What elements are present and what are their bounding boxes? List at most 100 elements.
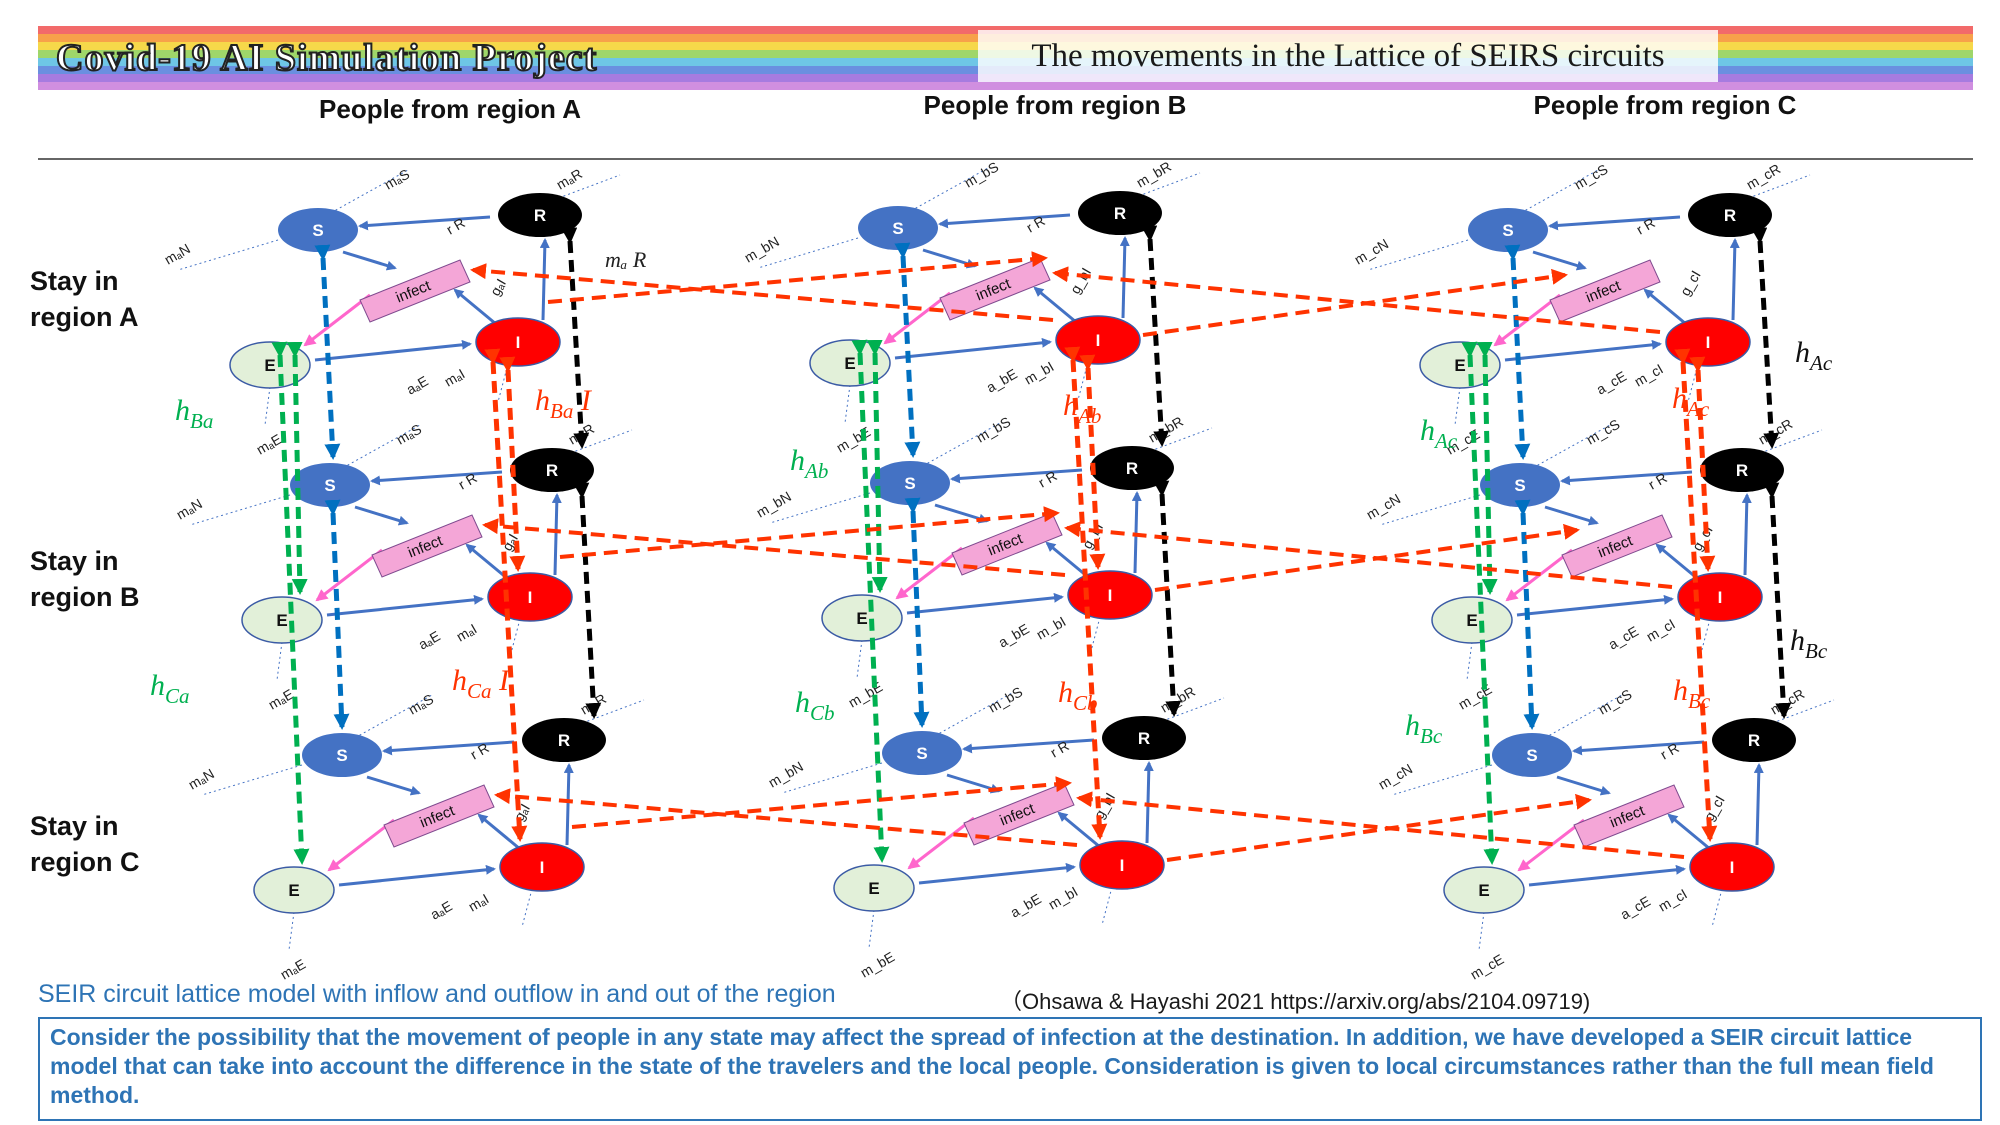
c1r2-n-outflow-label: m_bN xyxy=(766,758,806,791)
c1r2-e-outflow-line xyxy=(868,909,875,949)
c0r0-s-to-infect-arrow xyxy=(342,250,397,271)
row-heading-line1-2: Stay in xyxy=(30,811,119,841)
col1-r-move-bc xyxy=(1153,480,1182,717)
col2-e-move-ac xyxy=(1461,341,1500,865)
c2r2-s-outflow-label: m_cS xyxy=(1596,686,1635,718)
c2r2-s-outflow-line xyxy=(1531,694,1623,746)
c0r2-infect-to-e-arrow xyxy=(327,818,395,872)
summary-text: Consider the possibility that the moveme… xyxy=(38,1017,1982,1121)
c1r1-n-outflow-label: m_bN xyxy=(754,488,794,521)
c2r2-i-to-infect-arrow xyxy=(1667,813,1711,851)
c0r2-e-node xyxy=(253,866,335,914)
c0r1-s-outflow-label: mₐS xyxy=(394,421,425,448)
c1r0-g-label: g_bI xyxy=(1067,265,1094,297)
c1r2-g-label: g_bI xyxy=(1091,790,1118,822)
row0-i-to-infect-bc xyxy=(1142,268,1568,337)
c2r1-r-outflow-line xyxy=(1741,429,1823,461)
c2r2-s-node-label: S xyxy=(1526,746,1537,765)
c2r0-i-outflow-label: m_cI xyxy=(1632,361,1666,390)
c0r0-e-node-label: E xyxy=(264,356,275,375)
c0r2-s-node-label: S xyxy=(336,746,347,765)
c0r1-r-outflow-line xyxy=(551,429,633,461)
row1-i-to-infect-bc xyxy=(1154,523,1580,592)
c2r1-e-node-label: E xyxy=(1466,611,1477,630)
c2r2-e-node xyxy=(1443,866,1525,914)
c0r1-r-node-label: R xyxy=(546,461,558,480)
h-ba-label: hBa xyxy=(175,394,213,433)
c2r1-s-to-infect-arrow xyxy=(1544,505,1599,526)
c1r1-i-outflow-label: m_bI xyxy=(1034,613,1069,642)
c1r2-r-outflow-line xyxy=(1143,697,1225,729)
c1r1-r-to-s-arrow xyxy=(950,468,1083,484)
c0r0-e-to-i-arrow xyxy=(314,339,472,362)
col0-e-move-ac xyxy=(271,341,310,865)
col0-r-move-ab xyxy=(561,227,590,449)
c0r0-n-outflow-line xyxy=(177,239,279,271)
col2-r-move-bc xyxy=(1763,482,1792,719)
row2-i-to-infect-cb xyxy=(1076,791,1685,859)
c0r0-i-outflow-label: mₐI xyxy=(442,365,468,389)
c1r2-ae-label: a_bE xyxy=(1008,890,1044,920)
c0r2-r-node xyxy=(522,718,606,762)
c0r2-i-to-r-arrow xyxy=(563,763,574,846)
c0r0-g-label: gₐI xyxy=(487,276,509,299)
c0r1-infect-to-e-arrow xyxy=(315,548,383,602)
c1r0-i-outflow-line xyxy=(1077,361,1089,401)
c1r2-i-outflow-label: m_bI xyxy=(1046,883,1081,912)
c2r1-i-outflow-label: m_cI xyxy=(1644,616,1678,645)
col1-s-move-bc xyxy=(904,497,930,728)
title-banner: Covid-19 AI Simulation Project The movem… xyxy=(38,26,1973,90)
c1r2-r-node xyxy=(1102,716,1186,760)
c0r1-s-outflow-line xyxy=(329,424,421,476)
col0-r-move-bc xyxy=(573,482,602,719)
c2r0-s-outflow-label: m_cS xyxy=(1572,161,1611,193)
citation: （Ohsawa & Hayashi 2021 https://arxiv.org… xyxy=(1000,989,1591,1014)
c1r1-s-outflow-label: m_bS xyxy=(974,413,1014,445)
c0r2-e-outflow-label: mₐE xyxy=(278,956,309,980)
row-heading-line2-2: region C xyxy=(30,847,140,877)
c0r2-s-outflow-label: mₐS xyxy=(406,691,437,718)
c1r1-s-node-label: S xyxy=(904,474,915,493)
c1r1-infect-to-e-arrow xyxy=(895,546,963,600)
c1r1-e-outflow-label: m_bE xyxy=(846,678,886,710)
col0-s-move-bc xyxy=(324,499,350,730)
c1r2-i-node-label: I xyxy=(1120,856,1125,875)
c2r2-n-outflow-label: m_cN xyxy=(1376,760,1416,792)
c0r1-n-outflow-label: mₐN xyxy=(174,495,205,522)
c0r0-s-outflow-label: mₐS xyxy=(382,166,413,193)
row0-i-to-infect-cb xyxy=(1052,266,1661,334)
c1r0-s-outflow-label: m_bS xyxy=(962,158,1002,190)
c1r0-r-node-label: R xyxy=(1114,204,1126,223)
c1r0-i-outflow-label: m_bI xyxy=(1022,358,1057,387)
c0r1-e-outflow-line xyxy=(276,641,283,681)
c0r2-ae-label: aₐE xyxy=(428,898,455,923)
h-cb-label: hCb xyxy=(795,686,835,725)
col2-i-move-ac xyxy=(1674,348,1718,842)
c1r0-ae-label: a_bE xyxy=(984,365,1020,395)
c2r0-r-node xyxy=(1688,193,1772,237)
c1r0-r-to-s-arrow xyxy=(938,213,1071,229)
c1r0-r-outflow-label: m_bR xyxy=(1134,158,1174,191)
c1r1-e-to-i-arrow xyxy=(906,592,1064,615)
col1-e-move-ab xyxy=(866,339,888,593)
project-title: Covid-19 AI Simulation Project xyxy=(55,36,598,80)
col1-s-move-ab xyxy=(894,242,921,458)
h-ac-black-label: hAc xyxy=(1795,336,1833,375)
c1r1-r-outflow-label: m_bR xyxy=(1146,413,1186,446)
c1r1-e-node-label: E xyxy=(856,609,867,628)
c1r0-s-node xyxy=(858,206,938,250)
c2r2-i-node-label: I xyxy=(1730,858,1735,877)
c0r2-r-to-s-arrow xyxy=(382,740,515,756)
c1r1-s-outflow-line xyxy=(909,422,1001,474)
c2r1-s-outflow-label: m_cS xyxy=(1584,416,1623,448)
c1r0-i-node-label: I xyxy=(1096,331,1101,350)
c1r0-n-outflow-label: m_bN xyxy=(742,233,782,266)
c0r0-r-outflow-line xyxy=(539,174,621,206)
c2r0-n-outflow-label: m_cN xyxy=(1352,235,1392,267)
c0r0-ae-label: aₐE xyxy=(404,373,431,398)
col1-e-move-ac xyxy=(851,339,890,863)
c2r0-r-outflow-line xyxy=(1729,174,1811,206)
c0r1-e-outflow-label: mₐE xyxy=(266,686,297,713)
c2r2-e-to-i-arrow xyxy=(1528,864,1686,887)
